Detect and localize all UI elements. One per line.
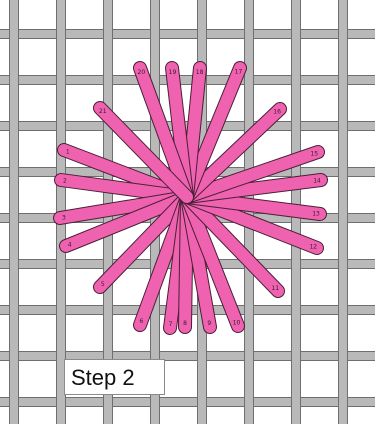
vertical-canvas-thread [339, 0, 348, 424]
stitch-number: 21 [99, 108, 107, 115]
stitch-number: 6 [139, 318, 143, 325]
vertical-canvas-thread [10, 0, 19, 424]
stitch-number: 5 [101, 281, 105, 288]
stitch-number: 3 [62, 214, 66, 221]
stitch-number: 16 [273, 109, 281, 116]
stitch-number: 18 [196, 69, 204, 76]
stitch-number: 14 [313, 178, 321, 185]
stitch-number: 11 [271, 285, 279, 292]
stitch-number: 1 [66, 148, 70, 155]
stitch-number: 17 [235, 69, 243, 76]
stitch-number: 10 [233, 319, 241, 326]
stitch-number: 9 [207, 320, 211, 327]
stitch-number: 4 [68, 241, 72, 248]
stitch-number: 15 [310, 150, 318, 157]
stitch-number: 2 [63, 178, 67, 185]
stitch-number: 12 [309, 244, 317, 251]
stitch-number: 7 [169, 321, 173, 328]
step-caption: Step 2 [64, 359, 165, 395]
stitch-number: 8 [183, 320, 187, 327]
stitch-number: 20 [138, 69, 146, 76]
stitch-number: 19 [169, 69, 177, 76]
stitch-number: 13 [312, 210, 320, 217]
